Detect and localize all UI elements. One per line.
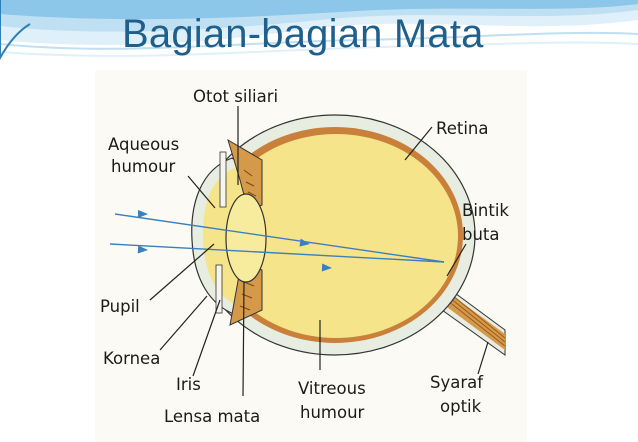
label-retina: Retina	[436, 119, 489, 138]
label-kornea: Kornea	[103, 349, 160, 368]
label-vitreous-line2: humour	[300, 403, 365, 422]
light-rays	[109, 210, 445, 272]
vitreous-body	[214, 134, 458, 338]
label-bintik-line2: buta	[462, 225, 500, 244]
header-wave-decoration	[0, 0, 638, 61]
leader-lines	[149, 106, 489, 397]
label-aqueous-line2: humour	[111, 157, 176, 176]
label-lensa-mata: Lensa mata	[164, 407, 260, 426]
lens	[225, 193, 267, 283]
label-iris: Iris	[176, 375, 201, 394]
label-syaraf-line1: Syaraf	[430, 373, 484, 392]
label-vitreous-line1: Vitreous	[298, 379, 366, 398]
label-aqueous-line1: Aqueous	[108, 135, 179, 154]
slide-title: Bagian-bagian Mata	[122, 12, 484, 56]
label-pupil: Pupil	[100, 297, 140, 316]
label-syaraf-line2: optik	[440, 397, 482, 416]
label-otot-siliari: Otot siliari	[193, 87, 278, 106]
label-bintik-line1: Bintik	[462, 201, 509, 220]
